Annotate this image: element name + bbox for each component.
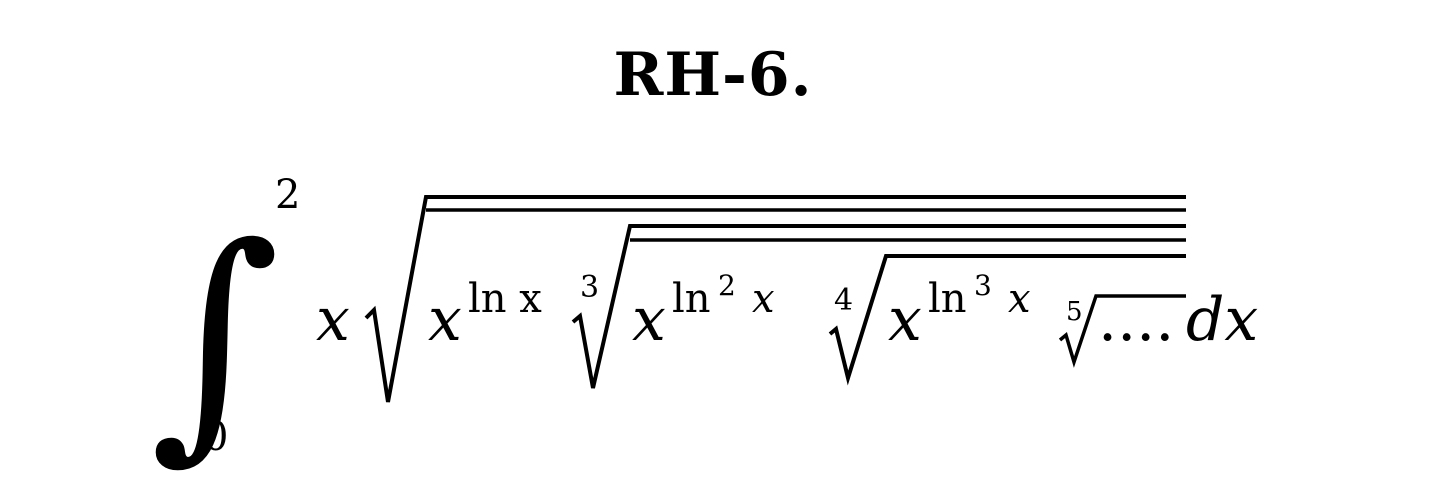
exponent-3-power: 3 [974,269,992,302]
continuation-dots: .... [1098,285,1174,355]
exponent-3-fn: ln [928,276,967,322]
sqrt-sign-3 [828,254,1186,386]
exponent-2-var: x [752,276,775,322]
lower-limit: 0 [203,414,228,460]
exponent-2-power: 2 [718,269,736,302]
base-2: x [632,285,666,355]
exponent-2-fn: ln [672,276,711,322]
exponent-3-var: x [1008,276,1031,322]
base-3: x [888,285,922,355]
root-index-3: 3 [580,270,599,305]
outer-factor: x [316,285,350,355]
problem-title: RH-6. [613,40,813,110]
root-index-5: 5 [1066,297,1083,327]
base-1: x [428,285,462,355]
sqrt-sign-1 [364,195,1186,403]
differential: dx [1186,285,1258,355]
integral-sign: ∫ [150,193,280,484]
sqrt-sign-4 [1058,294,1186,368]
root-index-4: 4 [834,283,853,318]
sqrt-sign-2 [571,224,1186,389]
upper-limit: 2 [275,172,300,218]
exponent-1: ln x [468,276,542,322]
